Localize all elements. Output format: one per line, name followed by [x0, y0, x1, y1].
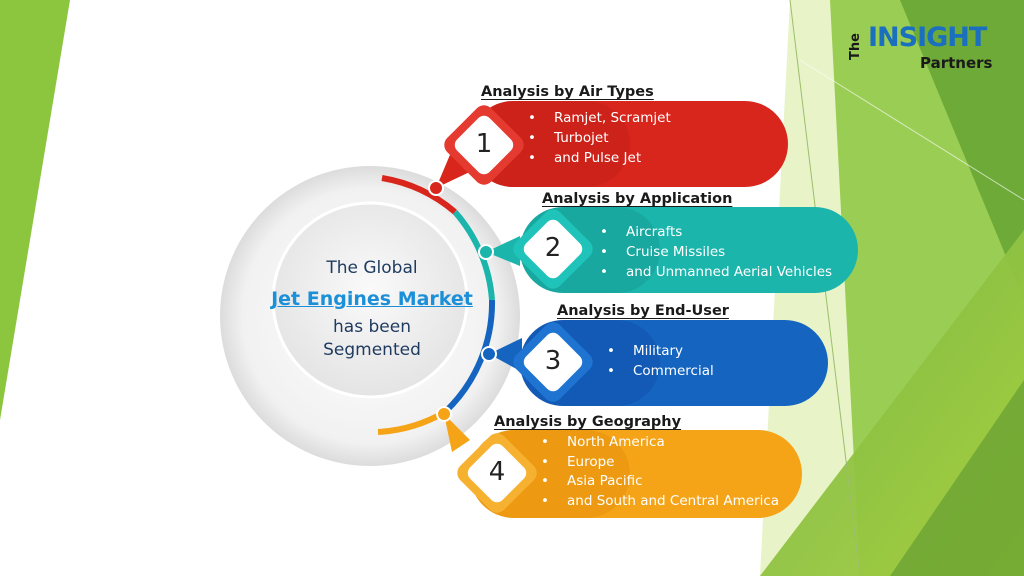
inner-disc [271, 201, 469, 399]
segment-3-list: Military Commercial [607, 341, 714, 381]
arc-red [381, 175, 457, 215]
logo-partners: Partners [920, 54, 993, 72]
segment-1-number: 1 [475, 129, 493, 159]
logo-insight: INSIGHT [868, 22, 987, 53]
center-line-3: has been [333, 317, 411, 337]
segment-2-heading: Analysis by Application [542, 191, 733, 207]
arc-blue [442, 299, 496, 415]
segment-3-heading: Analysis by End-User [557, 303, 729, 319]
segment-4-number: 4 [488, 457, 506, 487]
left-green-triangle [0, 0, 70, 420]
list-item: North America [541, 433, 779, 453]
list-item: Commercial [607, 361, 714, 381]
company-logo: The INSIGHT Partners [848, 18, 1008, 78]
segment-3-number: 3 [544, 346, 562, 376]
diamond-2 [513, 209, 593, 289]
list-item: and Unmanned Aerial Vehicles [600, 262, 832, 282]
center-line-4: Segmented [323, 340, 421, 360]
segment-4-list: North America Europe Asia Pacific and So… [541, 433, 779, 511]
center-line-1: The Global [326, 258, 418, 278]
segment-4-heading: Analysis by Geography [494, 414, 682, 430]
diamond-1 [444, 105, 524, 185]
list-item: and South and Central America [541, 492, 779, 512]
logo-the: The [848, 33, 863, 60]
list-item: Ramjet, Scramjet [528, 108, 671, 128]
list-item: Asia Pacific [541, 472, 779, 492]
segment-2-list: Aircrafts Cruise Missiles and Unmanned A… [600, 222, 832, 282]
list-item: Cruise Missiles [600, 242, 832, 262]
market-name-link[interactable]: Jet Engines Market [271, 288, 473, 310]
list-item: Turbojet [528, 128, 671, 148]
list-item: Europe [541, 453, 779, 473]
diamond-4 [457, 433, 537, 513]
segment-1-list: Ramjet, Scramjet Turbojet and Pulse Jet [528, 108, 671, 168]
segment-1-heading: Analysis by Air Types [481, 84, 654, 100]
list-item: Military [607, 341, 714, 361]
segment-2-number: 2 [544, 233, 562, 263]
list-item: and Pulse Jet [528, 148, 671, 168]
diamond-3 [513, 322, 593, 402]
list-item: Aircrafts [600, 222, 832, 242]
